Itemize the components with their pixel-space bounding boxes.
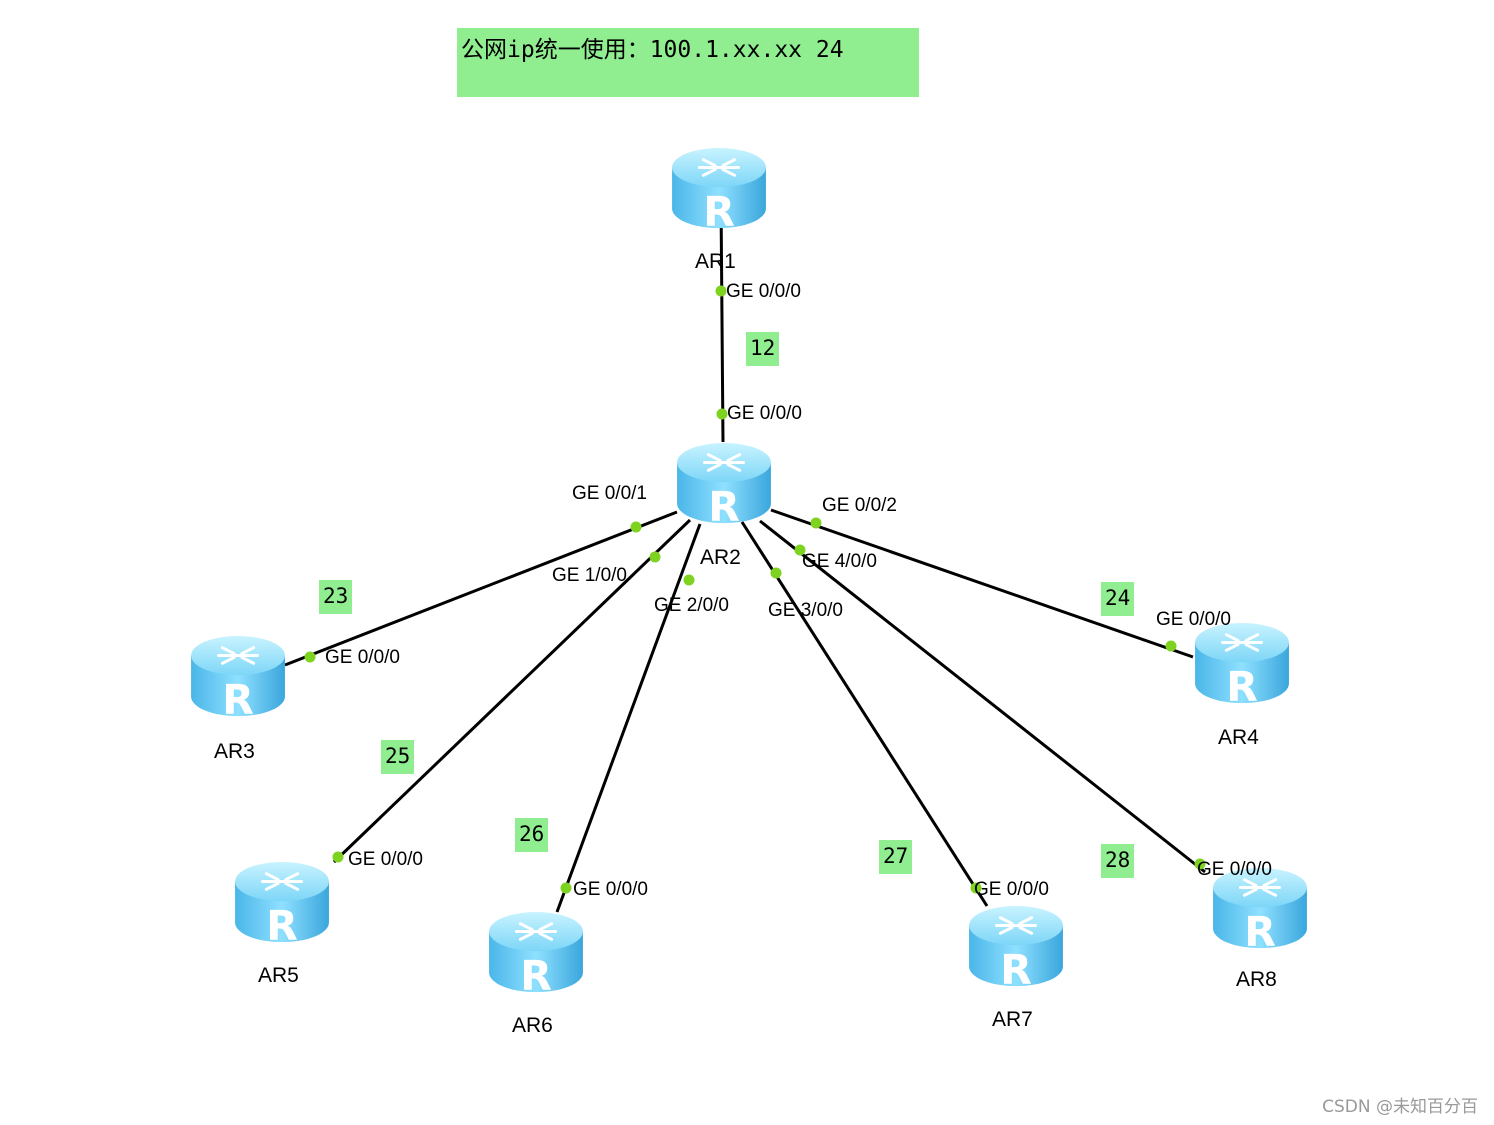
port-dot [683, 574, 695, 586]
port-label: GE 0/0/0 [348, 849, 423, 870]
port-label: GE 0/0/2 [822, 495, 897, 516]
device-label-ar6: AR6 [512, 1014, 553, 1037]
device-label-ar7: AR7 [992, 1008, 1033, 1031]
link-ar2-ar8 [759, 519, 1206, 874]
link-ar2-ar7 [740, 521, 989, 907]
port-label: GE 0/0/0 [325, 647, 400, 668]
router-icon [487, 910, 585, 998]
port-dot [1194, 858, 1206, 870]
device-label-ar8: AR8 [1236, 968, 1277, 991]
segment-label-12: 12 [746, 332, 780, 366]
segment-label-23: 23 [319, 580, 353, 614]
port-label: GE 0/0/1 [572, 483, 647, 504]
router-icon [675, 441, 773, 529]
port-dot [649, 551, 661, 563]
link-ar2-ar3 [284, 510, 678, 667]
port-dot [970, 882, 982, 894]
device-label-ar4: AR4 [1218, 726, 1259, 749]
port-dot [794, 544, 806, 556]
port-dot [332, 851, 344, 863]
port-label: GE 2/0/0 [654, 595, 729, 616]
router-icon [670, 146, 768, 234]
segment-label-24: 24 [1101, 582, 1135, 616]
router-icon [1211, 866, 1309, 954]
port-dot [630, 521, 642, 533]
router-icon [189, 634, 287, 722]
link-ar2-ar4 [770, 508, 1194, 659]
port-label: GE 4/0/0 [802, 551, 877, 572]
port-label: GE 3/0/0 [768, 600, 843, 621]
port-dot [716, 408, 728, 420]
port-label: GE 1/0/0 [552, 565, 627, 586]
port-dot [560, 882, 572, 894]
csdn-watermark: CSDN @未知百分百 [1322, 1097, 1478, 1117]
router-icon [233, 860, 331, 948]
device-label-ar1: AR1 [695, 250, 736, 273]
segment-label-26: 26 [515, 818, 549, 852]
port-label: GE 0/0/0 [974, 879, 1049, 900]
link-ar1-ar2 [719, 199, 725, 443]
port-label: GE 0/0/0 [1197, 859, 1272, 880]
port-label: GE 0/0/0 [727, 403, 802, 424]
link-ar2-ar5 [332, 518, 692, 864]
public-ip-note: 公网ip统一使用：100.1.xx.xx 24 [457, 28, 919, 97]
segment-label-27: 27 [879, 840, 913, 874]
router-icon [967, 904, 1065, 992]
port-dot [715, 285, 727, 297]
port-dot [1165, 640, 1177, 652]
segment-label-25: 25 [381, 740, 415, 774]
port-dot [770, 567, 782, 579]
port-dot [304, 651, 316, 663]
router-icon [1193, 621, 1291, 709]
port-label: GE 0/0/0 [573, 879, 648, 900]
link-ar2-ar6 [555, 523, 702, 913]
device-label-ar3: AR3 [214, 740, 255, 763]
port-dot [810, 517, 822, 529]
port-label: GE 0/0/0 [1156, 609, 1231, 630]
device-label-ar2: AR2 [700, 546, 741, 569]
device-label-ar5: AR5 [258, 964, 299, 987]
port-label: GE 0/0/0 [726, 281, 801, 302]
segment-label-28: 28 [1101, 844, 1135, 878]
